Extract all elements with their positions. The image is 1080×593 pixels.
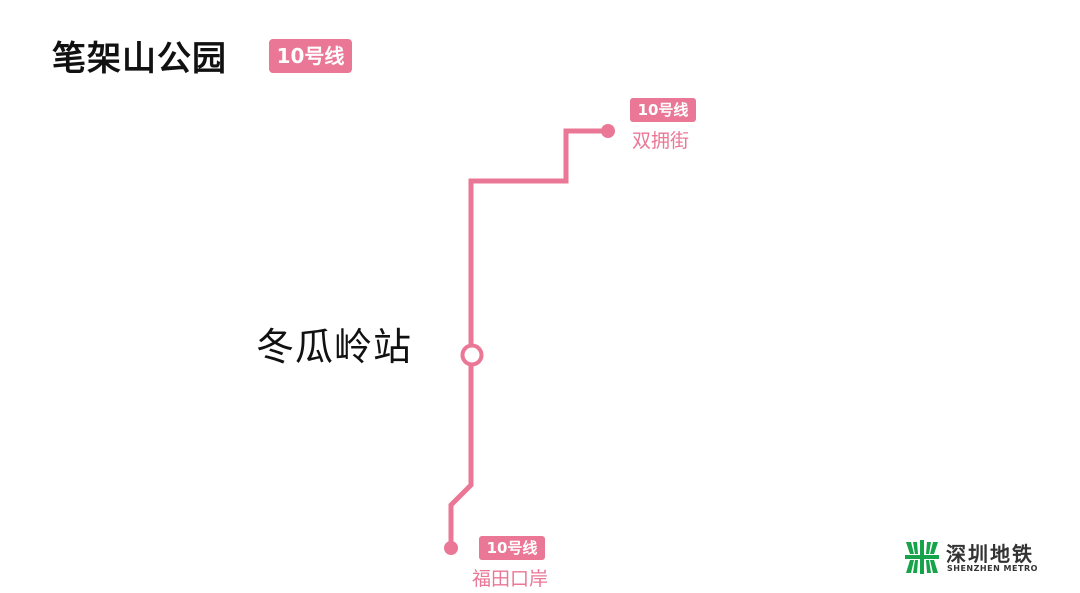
line-badge: 10号线 xyxy=(269,39,352,73)
shenzhen-metro-logo-icon xyxy=(905,540,939,574)
logo-text-cn: 深圳地铁 xyxy=(946,542,1034,566)
terminal-south-name[interactable]: 福田口岸 xyxy=(472,568,549,590)
line-10-route xyxy=(448,128,608,548)
current-station-name: 冬瓜岭站 xyxy=(256,325,413,369)
terminal-dot-north[interactable] xyxy=(601,124,615,138)
shenzhen-metro-logo: 深圳地铁 SHENZHEN METRO xyxy=(905,538,1055,578)
logo-text-en: SHENZHEN METRO xyxy=(947,564,1038,573)
terminal-dot-south[interactable] xyxy=(444,541,458,555)
current-station-marker[interactable] xyxy=(460,343,484,367)
terminal-north-name[interactable]: 双拥街 xyxy=(632,130,690,152)
terminal-south-badge: 10号线 xyxy=(479,536,545,560)
page-title: 笔架山公园 xyxy=(52,39,227,79)
terminal-north-badge: 10号线 xyxy=(630,98,696,122)
